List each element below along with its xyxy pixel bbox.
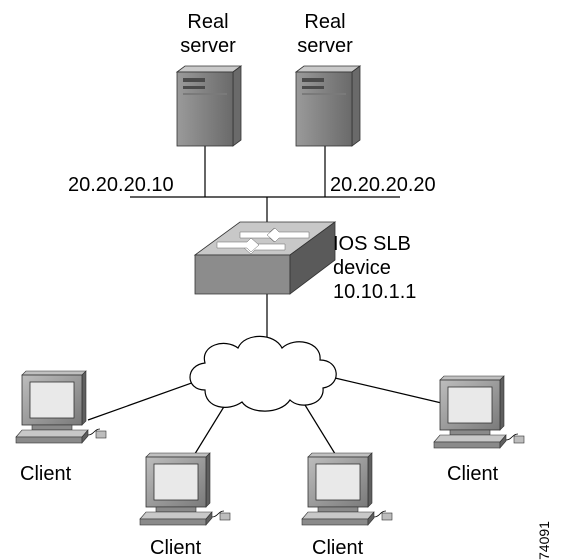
client-4-label: Client bbox=[447, 463, 499, 485]
cloud-client1-link bbox=[87, 379, 201, 421]
client-3-icon bbox=[301, 452, 393, 526]
client-2-icon bbox=[139, 452, 231, 526]
server-1-label-line2: server bbox=[180, 35, 236, 57]
slb-label: IOS SLB device 10.10.1.1 bbox=[333, 232, 416, 304]
server-1-ip: 20.20.20.10 bbox=[68, 174, 174, 196]
server-2-label: Real server bbox=[285, 10, 365, 58]
connection-lines bbox=[87, 145, 451, 471]
server-2-label-line1: Real bbox=[304, 11, 346, 33]
slb-label-line2: device bbox=[333, 257, 391, 279]
server-2-ip: 20.20.20.20 bbox=[330, 174, 436, 196]
client-4-icon bbox=[433, 375, 525, 449]
client-3-label: Client bbox=[312, 537, 364, 559]
server-1-label-line1: Real bbox=[187, 11, 229, 33]
slb-switch-icon bbox=[193, 221, 337, 295]
real-server-1-icon bbox=[175, 65, 243, 147]
server-1-label: Real server bbox=[168, 10, 248, 58]
slb-label-line3: 10.10.1.1 bbox=[333, 281, 417, 303]
client-2-label: Client bbox=[150, 537, 202, 559]
client-1-label: Client bbox=[20, 463, 72, 485]
client-1-icon bbox=[15, 370, 107, 444]
slb-label-line1: IOS SLB bbox=[333, 233, 411, 255]
figure-id: 74091 bbox=[536, 521, 552, 560]
real-server-2-icon bbox=[294, 65, 362, 147]
cloud-client4-link bbox=[334, 377, 451, 406]
server-2-label-line2: server bbox=[297, 35, 353, 57]
network-cloud-icon bbox=[189, 335, 337, 412]
